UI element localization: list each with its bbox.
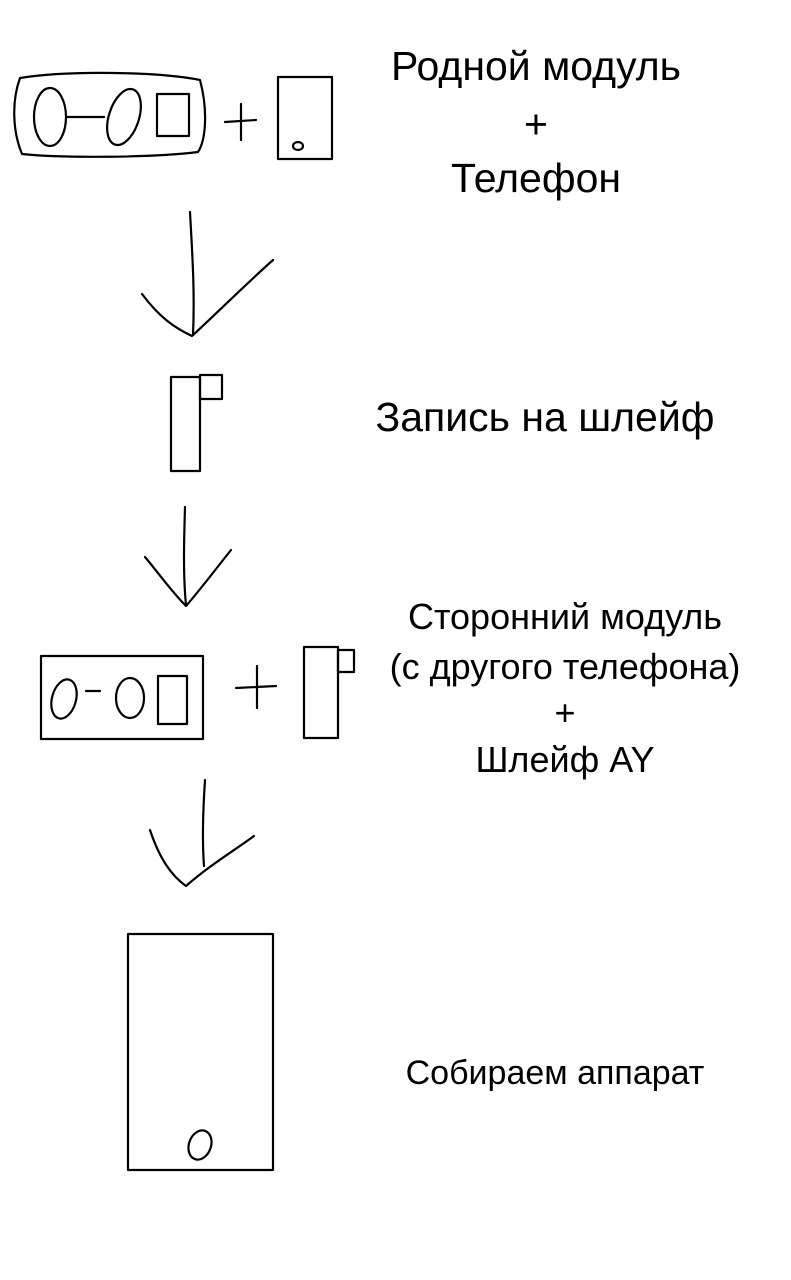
step1-line2: Телефон <box>450 155 622 201</box>
step4-label: Собираем аппарат <box>405 1054 705 1092</box>
flex-cable-icon <box>302 645 356 740</box>
camera-module-icon <box>39 654 205 741</box>
assembled-phone-icon <box>126 932 275 1172</box>
step1-line1: Родной модуль <box>390 43 681 89</box>
phone-icon <box>276 75 334 161</box>
arrow-down-icon <box>143 505 233 608</box>
step2-label: Запись на шлейф <box>375 394 715 440</box>
step3-line3: Шлейф AY <box>475 739 655 780</box>
plus-icon <box>234 664 278 710</box>
step1-plus: + <box>524 101 548 147</box>
camera-module-icon <box>13 71 207 158</box>
flex-cable-icon <box>169 373 224 473</box>
step3-line2: (с другого телефона) <box>389 646 741 687</box>
arrow-down-icon <box>148 778 256 888</box>
plus-icon <box>223 102 258 142</box>
step3-plus: + <box>554 692 576 733</box>
arrow-down-icon <box>140 210 275 338</box>
step3-line1: Сторонний модуль <box>407 596 723 637</box>
